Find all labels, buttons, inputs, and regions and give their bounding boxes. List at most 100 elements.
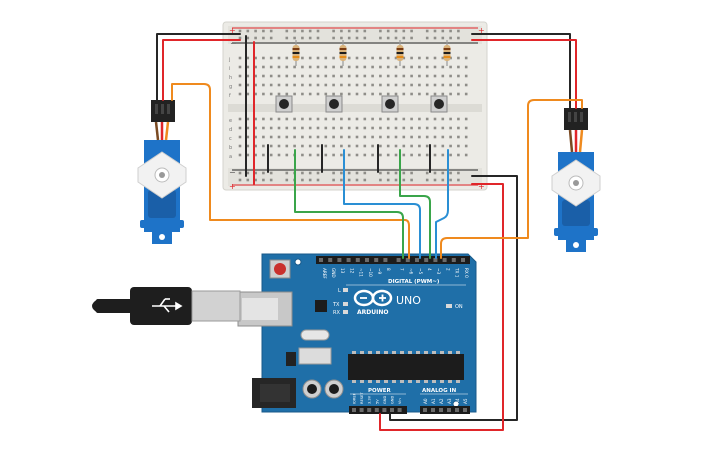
breadboard-hole xyxy=(316,56,320,60)
breadboard-hole xyxy=(464,56,468,60)
usb-cable[interactable] xyxy=(92,287,241,325)
wire-arduino-gnd[interactable] xyxy=(389,175,518,421)
rail-hole xyxy=(308,171,312,175)
analog-pin-hole[interactable] xyxy=(455,408,459,412)
breadboard-hole xyxy=(308,144,312,148)
digital-pin-hole[interactable] xyxy=(405,258,410,262)
rail-hole xyxy=(340,29,343,33)
breadboard-hole xyxy=(301,126,304,130)
rail-hole xyxy=(332,36,335,40)
rail-hole xyxy=(238,36,242,40)
breadboard-hole xyxy=(238,83,242,87)
analog-pin-hole[interactable] xyxy=(423,408,427,412)
digital-pin-hole[interactable] xyxy=(383,258,388,262)
analog-pin-hole[interactable] xyxy=(431,408,435,412)
digital-pin-label: 2 xyxy=(445,268,450,271)
digital-pin-hole[interactable] xyxy=(337,258,342,262)
breadboard-hole xyxy=(246,126,250,130)
wire-right-servo-vcc[interactable] xyxy=(471,39,577,109)
breadboard-hole xyxy=(418,92,421,96)
power-pin-hole[interactable] xyxy=(359,408,364,412)
digital-pin-hole[interactable] xyxy=(374,258,379,262)
digital-pin-hole[interactable] xyxy=(433,258,438,262)
servo-right[interactable] xyxy=(551,108,601,252)
breadboard-hole xyxy=(262,144,265,148)
breadboard-hole xyxy=(402,135,406,139)
digital-pin-hole[interactable] xyxy=(451,258,456,262)
analog-pin-hole[interactable] xyxy=(439,408,443,412)
power-pin-hole[interactable] xyxy=(382,408,387,412)
rail-hole xyxy=(449,178,452,182)
push-button[interactable] xyxy=(325,95,343,113)
breadboard-hole xyxy=(449,56,452,60)
digital-pin-hole[interactable] xyxy=(396,258,401,262)
push-button[interactable] xyxy=(275,95,293,113)
wire-button-1[interactable] xyxy=(294,149,404,259)
breadboard-hole xyxy=(238,117,242,121)
rail-hole xyxy=(363,171,367,175)
breadboard-hole xyxy=(238,56,242,60)
breadboard-hole xyxy=(441,92,445,96)
power-pin-hole[interactable] xyxy=(352,408,356,412)
analog-pin-hole[interactable] xyxy=(447,408,451,412)
breadboard-hole xyxy=(379,65,382,69)
digital-pin-hole[interactable] xyxy=(442,258,447,262)
rail-hole xyxy=(246,171,250,175)
breadboard-hole xyxy=(418,65,421,69)
breadboard-hole xyxy=(301,65,304,69)
breadboard-hole xyxy=(324,74,328,78)
regulator-heatsink xyxy=(298,347,332,365)
push-button[interactable] xyxy=(381,95,399,113)
breadboard-hole xyxy=(418,74,421,78)
rail-hole xyxy=(402,171,406,175)
breadboard-hole xyxy=(262,83,265,87)
power-pin-hole[interactable] xyxy=(397,408,402,412)
digital-pin-hole[interactable] xyxy=(424,258,429,262)
digital-pin-hole[interactable] xyxy=(365,258,369,262)
digital-pin-hole[interactable] xyxy=(461,258,465,262)
bottom-power-rail xyxy=(228,168,482,186)
wire-right-servo-gnd[interactable] xyxy=(471,33,571,109)
breadboard-hole xyxy=(262,117,265,121)
breadboard-hole xyxy=(410,65,413,69)
breadboard-hole xyxy=(418,153,421,157)
power-pin-hole[interactable] xyxy=(374,408,379,412)
power-pin-hole[interactable] xyxy=(390,408,394,412)
digital-pin-hole[interactable] xyxy=(355,258,360,262)
analog-pin-label: A1 xyxy=(431,398,436,404)
wire-button-3[interactable] xyxy=(399,149,431,259)
wire-left-servo-vcc[interactable] xyxy=(162,39,241,101)
rail-hole xyxy=(301,171,304,175)
push-button[interactable] xyxy=(430,95,448,113)
analog-pin-hole[interactable] xyxy=(463,408,467,412)
breadboard-hole xyxy=(457,117,460,121)
row-letter-a: a xyxy=(229,154,232,160)
digital-pin-hole[interactable] xyxy=(319,258,323,262)
power-pin-label: IOREF xyxy=(353,393,357,404)
wire-arduino-5v[interactable] xyxy=(379,183,504,431)
breadboard-hole xyxy=(410,144,413,148)
rail-hole xyxy=(316,171,320,175)
power-pin-hole[interactable] xyxy=(367,408,372,412)
breadboard-hole xyxy=(254,126,257,130)
breadboard-hole xyxy=(441,135,445,139)
rail-hole xyxy=(433,171,437,175)
digital-pin-hole[interactable] xyxy=(415,258,419,262)
wire-left-servo-signal[interactable] xyxy=(171,83,410,259)
breadboard-hole xyxy=(425,65,429,69)
breadboard-hole xyxy=(379,126,382,130)
breadboard-hole xyxy=(457,65,460,69)
breadboard-hole xyxy=(262,56,265,60)
breadboard-hole xyxy=(332,74,335,78)
breadboard-hole xyxy=(254,135,257,139)
wire-left-servo-gnd[interactable] xyxy=(156,33,241,101)
servo-left[interactable] xyxy=(137,100,187,244)
reset-button[interactable] xyxy=(274,263,286,275)
digital-pin-hole[interactable] xyxy=(328,258,333,262)
wire-button-4[interactable] xyxy=(435,149,449,259)
digital-pin-hole[interactable] xyxy=(346,258,351,262)
wire-right-servo-signal[interactable] xyxy=(440,99,583,259)
wire-button-2[interactable] xyxy=(343,149,421,259)
